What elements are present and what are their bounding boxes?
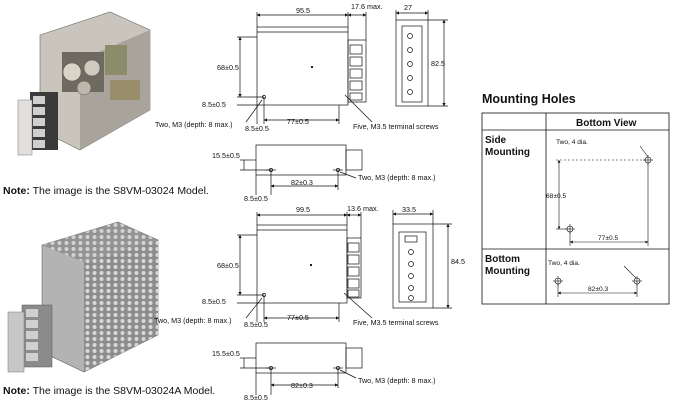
bottom-mounting-label-1: Bottom bbox=[485, 254, 520, 265]
top-bottom-view bbox=[240, 144, 363, 195]
top-hole-v-dim: 68±0.5 bbox=[217, 63, 239, 72]
top-projection-dim: 17.6 max. bbox=[351, 2, 383, 11]
top-hole-span-dim: 77±0.5 bbox=[287, 117, 309, 126]
mounting-holes-title: Mounting Holes bbox=[482, 92, 576, 106]
bottom-mounting-label-2: Mounting bbox=[485, 266, 530, 277]
side-mounting-label-1: Side bbox=[485, 135, 507, 146]
note-top-text: The image is the S8VM-03024 Model. bbox=[29, 185, 209, 197]
note-top-model: Note: The image is the S8VM-03024 Model. bbox=[3, 185, 209, 197]
bottom-bottom-screw-label: Two, M3 (depth: 8 max.) bbox=[358, 376, 436, 385]
side-mounting-diagram bbox=[556, 145, 653, 246]
top-depth-dim: 27 bbox=[404, 3, 412, 12]
bottom-mounting-diagram bbox=[553, 265, 642, 297]
bottom-screw-label: Two, M3 (depth: 8 max.) bbox=[154, 316, 232, 325]
top-bottom-span-dim: 82±0.3 bbox=[291, 178, 313, 187]
side-vertical-dim: 68±0.5 bbox=[546, 193, 566, 200]
bottom-front-view bbox=[237, 212, 373, 322]
top-front-view bbox=[237, 12, 373, 124]
mounting-holes-table bbox=[481, 112, 670, 305]
note-bottom-model: Note: The image is the S8VM-03024A Model… bbox=[3, 385, 215, 397]
bottom-bottom-view bbox=[240, 342, 363, 395]
top-height-dim: 82.5 bbox=[431, 59, 445, 68]
bottom-height-dim: 84.5 bbox=[451, 257, 465, 266]
side-mounting-label-2: Mounting bbox=[485, 147, 530, 158]
bottom-bottom-span-dim: 82±0.3 bbox=[291, 381, 313, 390]
top-bottom-left-dim: 8.5±0.5 bbox=[244, 194, 268, 203]
note-bottom-prefix: Note: bbox=[3, 385, 30, 397]
bottom-holes-label: Two, 4 dia. bbox=[548, 260, 580, 267]
note-top-prefix: Note: bbox=[3, 185, 30, 197]
top-width-dim: 95.5 bbox=[296, 6, 310, 15]
top-bottom-screw-label: Two, M3 (depth: 8 max.) bbox=[358, 173, 436, 182]
bottom-depth-dim: 33.5 bbox=[402, 205, 416, 214]
bottom-hole-bottom-dim: 8.5±0.5 bbox=[202, 297, 226, 306]
top-side-view bbox=[395, 10, 448, 107]
product-image-bottom bbox=[7, 221, 159, 373]
bottom-view-header: Bottom View bbox=[576, 118, 637, 129]
bottom-hole-v-dim: 68±0.5 bbox=[217, 261, 239, 270]
bottom-bottom-offset-dim: 15.5±0.5 bbox=[212, 349, 240, 358]
top-hole-bottom-dim: 8.5±0.5 bbox=[202, 100, 226, 109]
bottom-hole-span-dim: 77±0.5 bbox=[287, 313, 309, 322]
side-holes-label: Two, 4 dia. bbox=[556, 139, 588, 146]
bottom-terminal-label: Five, M3.5 terminal screws bbox=[353, 318, 439, 327]
top-screw-label: Two, M3 (depth: 8 max.) bbox=[155, 120, 233, 129]
bottom-side-view bbox=[392, 210, 452, 309]
bottom-hole-left-dim: 8.5±0.5 bbox=[244, 320, 268, 329]
bottom-width-dim: 99.5 bbox=[296, 205, 310, 214]
bottom-horizontal-dim: 82±0.3 bbox=[588, 286, 608, 293]
bottom-projection-dim: 13.6 max. bbox=[347, 204, 379, 213]
top-terminal-label: Five, M3.5 terminal screws bbox=[353, 122, 439, 131]
top-bottom-offset-dim: 15.5±0.5 bbox=[212, 151, 240, 160]
bottom-bottom-left-dim: 8.5±0.5 bbox=[244, 393, 268, 402]
top-hole-left-dim: 8.5±0.5 bbox=[245, 124, 269, 133]
side-horizontal-dim: 77±0.5 bbox=[598, 235, 618, 242]
product-image-top bbox=[17, 11, 151, 156]
note-bottom-text: The image is the S8VM-03024A Model. bbox=[29, 385, 216, 397]
